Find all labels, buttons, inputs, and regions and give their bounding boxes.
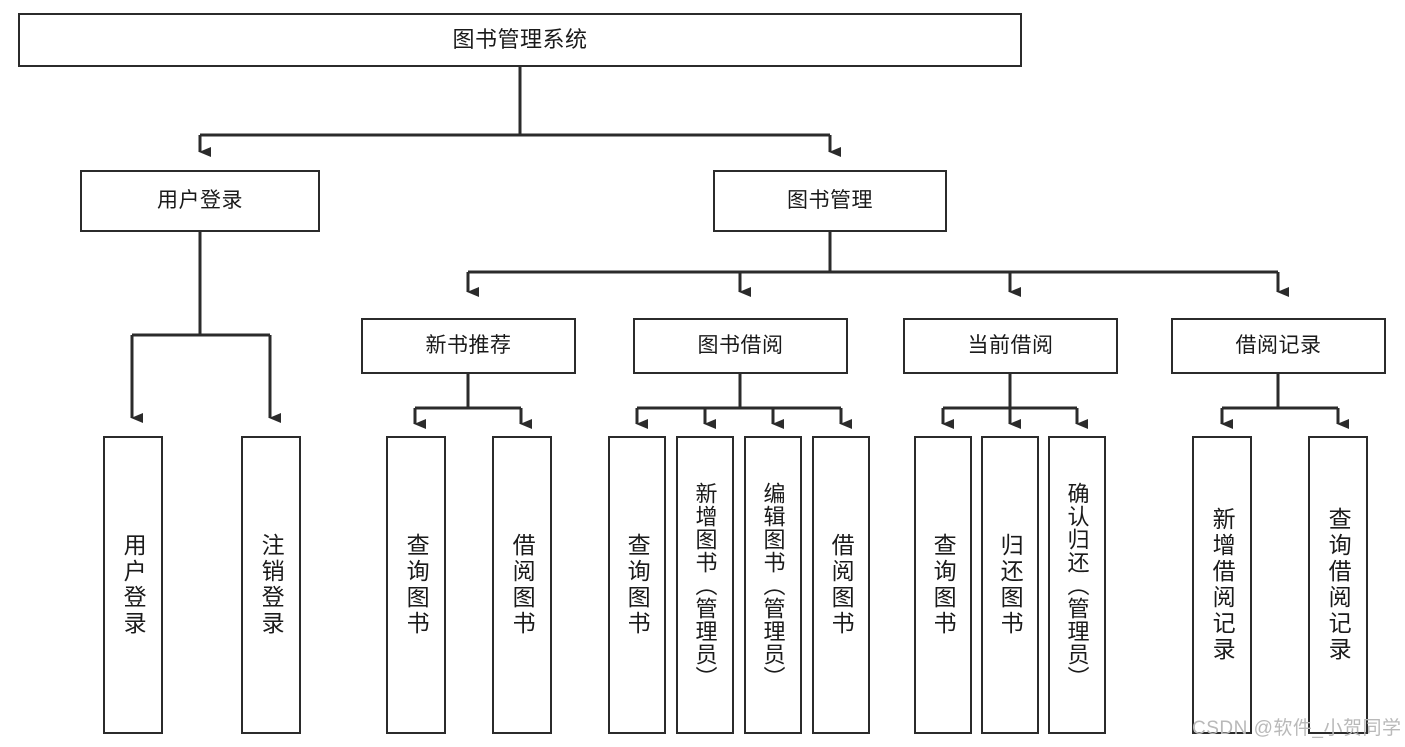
node-user-login[interactable]: 用户登录 bbox=[80, 170, 320, 232]
node-current-borrow-label: 当前借阅 bbox=[967, 334, 1054, 358]
node-leaf-query-record-label: 查询借阅记录 bbox=[1325, 507, 1352, 663]
node-leaf-borrow-book-1-label: 借阅图书 bbox=[509, 533, 536, 637]
node-leaf-user-login-label: 用户登录 bbox=[120, 533, 147, 637]
node-book-borrow[interactable]: 图书借阅 bbox=[633, 318, 848, 374]
node-leaf-user-login[interactable]: 用户登录 bbox=[103, 436, 163, 734]
node-leaf-return-book[interactable]: 归还图书 bbox=[981, 436, 1039, 734]
node-leaf-return-book-label: 归还图书 bbox=[997, 533, 1024, 637]
node-root-label: 图书管理系统 bbox=[452, 26, 588, 52]
node-leaf-logout-login-label: 注销登录 bbox=[258, 533, 285, 637]
node-borrow-record-label: 借阅记录 bbox=[1235, 334, 1322, 358]
node-leaf-edit-book-label: 编辑图书（管理员） bbox=[760, 481, 786, 689]
node-book-manage-label: 图书管理 bbox=[787, 189, 873, 213]
node-leaf-add-book-label: 新增图书（管理员） bbox=[692, 481, 718, 689]
node-leaf-confirm-return-label: 确认归还（管理员） bbox=[1064, 481, 1090, 689]
node-leaf-query-record[interactable]: 查询借阅记录 bbox=[1308, 436, 1368, 734]
node-leaf-query-book-2-label: 查询图书 bbox=[624, 533, 651, 637]
node-leaf-query-book-1[interactable]: 查询图书 bbox=[386, 436, 446, 734]
node-leaf-add-record-label: 新增借阅记录 bbox=[1209, 507, 1236, 663]
node-leaf-query-book-1-label: 查询图书 bbox=[403, 533, 430, 637]
node-user-login-label: 用户登录 bbox=[157, 189, 243, 213]
node-current-borrow[interactable]: 当前借阅 bbox=[903, 318, 1118, 374]
node-leaf-add-record[interactable]: 新增借阅记录 bbox=[1192, 436, 1252, 734]
node-leaf-add-book[interactable]: 新增图书（管理员） bbox=[676, 436, 734, 734]
node-leaf-logout-login[interactable]: 注销登录 bbox=[241, 436, 301, 734]
node-leaf-query-book-2[interactable]: 查询图书 bbox=[608, 436, 666, 734]
node-leaf-borrow-book-2-label: 借阅图书 bbox=[828, 533, 855, 637]
node-new-book-rec[interactable]: 新书推荐 bbox=[361, 318, 576, 374]
node-leaf-edit-book[interactable]: 编辑图书（管理员） bbox=[744, 436, 802, 734]
csdn-watermark: CSDN @软件_小贺同学 bbox=[1192, 718, 1402, 739]
node-leaf-query-book-3-label: 查询图书 bbox=[930, 533, 957, 637]
node-leaf-borrow-book-1[interactable]: 借阅图书 bbox=[492, 436, 552, 734]
node-leaf-borrow-book-2[interactable]: 借阅图书 bbox=[812, 436, 870, 734]
node-new-book-rec-label: 新书推荐 bbox=[425, 334, 512, 358]
node-book-manage[interactable]: 图书管理 bbox=[713, 170, 947, 232]
node-leaf-query-book-3[interactable]: 查询图书 bbox=[914, 436, 972, 734]
node-borrow-record[interactable]: 借阅记录 bbox=[1171, 318, 1386, 374]
node-leaf-confirm-return[interactable]: 确认归还（管理员） bbox=[1048, 436, 1106, 734]
node-book-borrow-label: 图书借阅 bbox=[697, 334, 784, 358]
node-root[interactable]: 图书管理系统 bbox=[18, 13, 1022, 67]
